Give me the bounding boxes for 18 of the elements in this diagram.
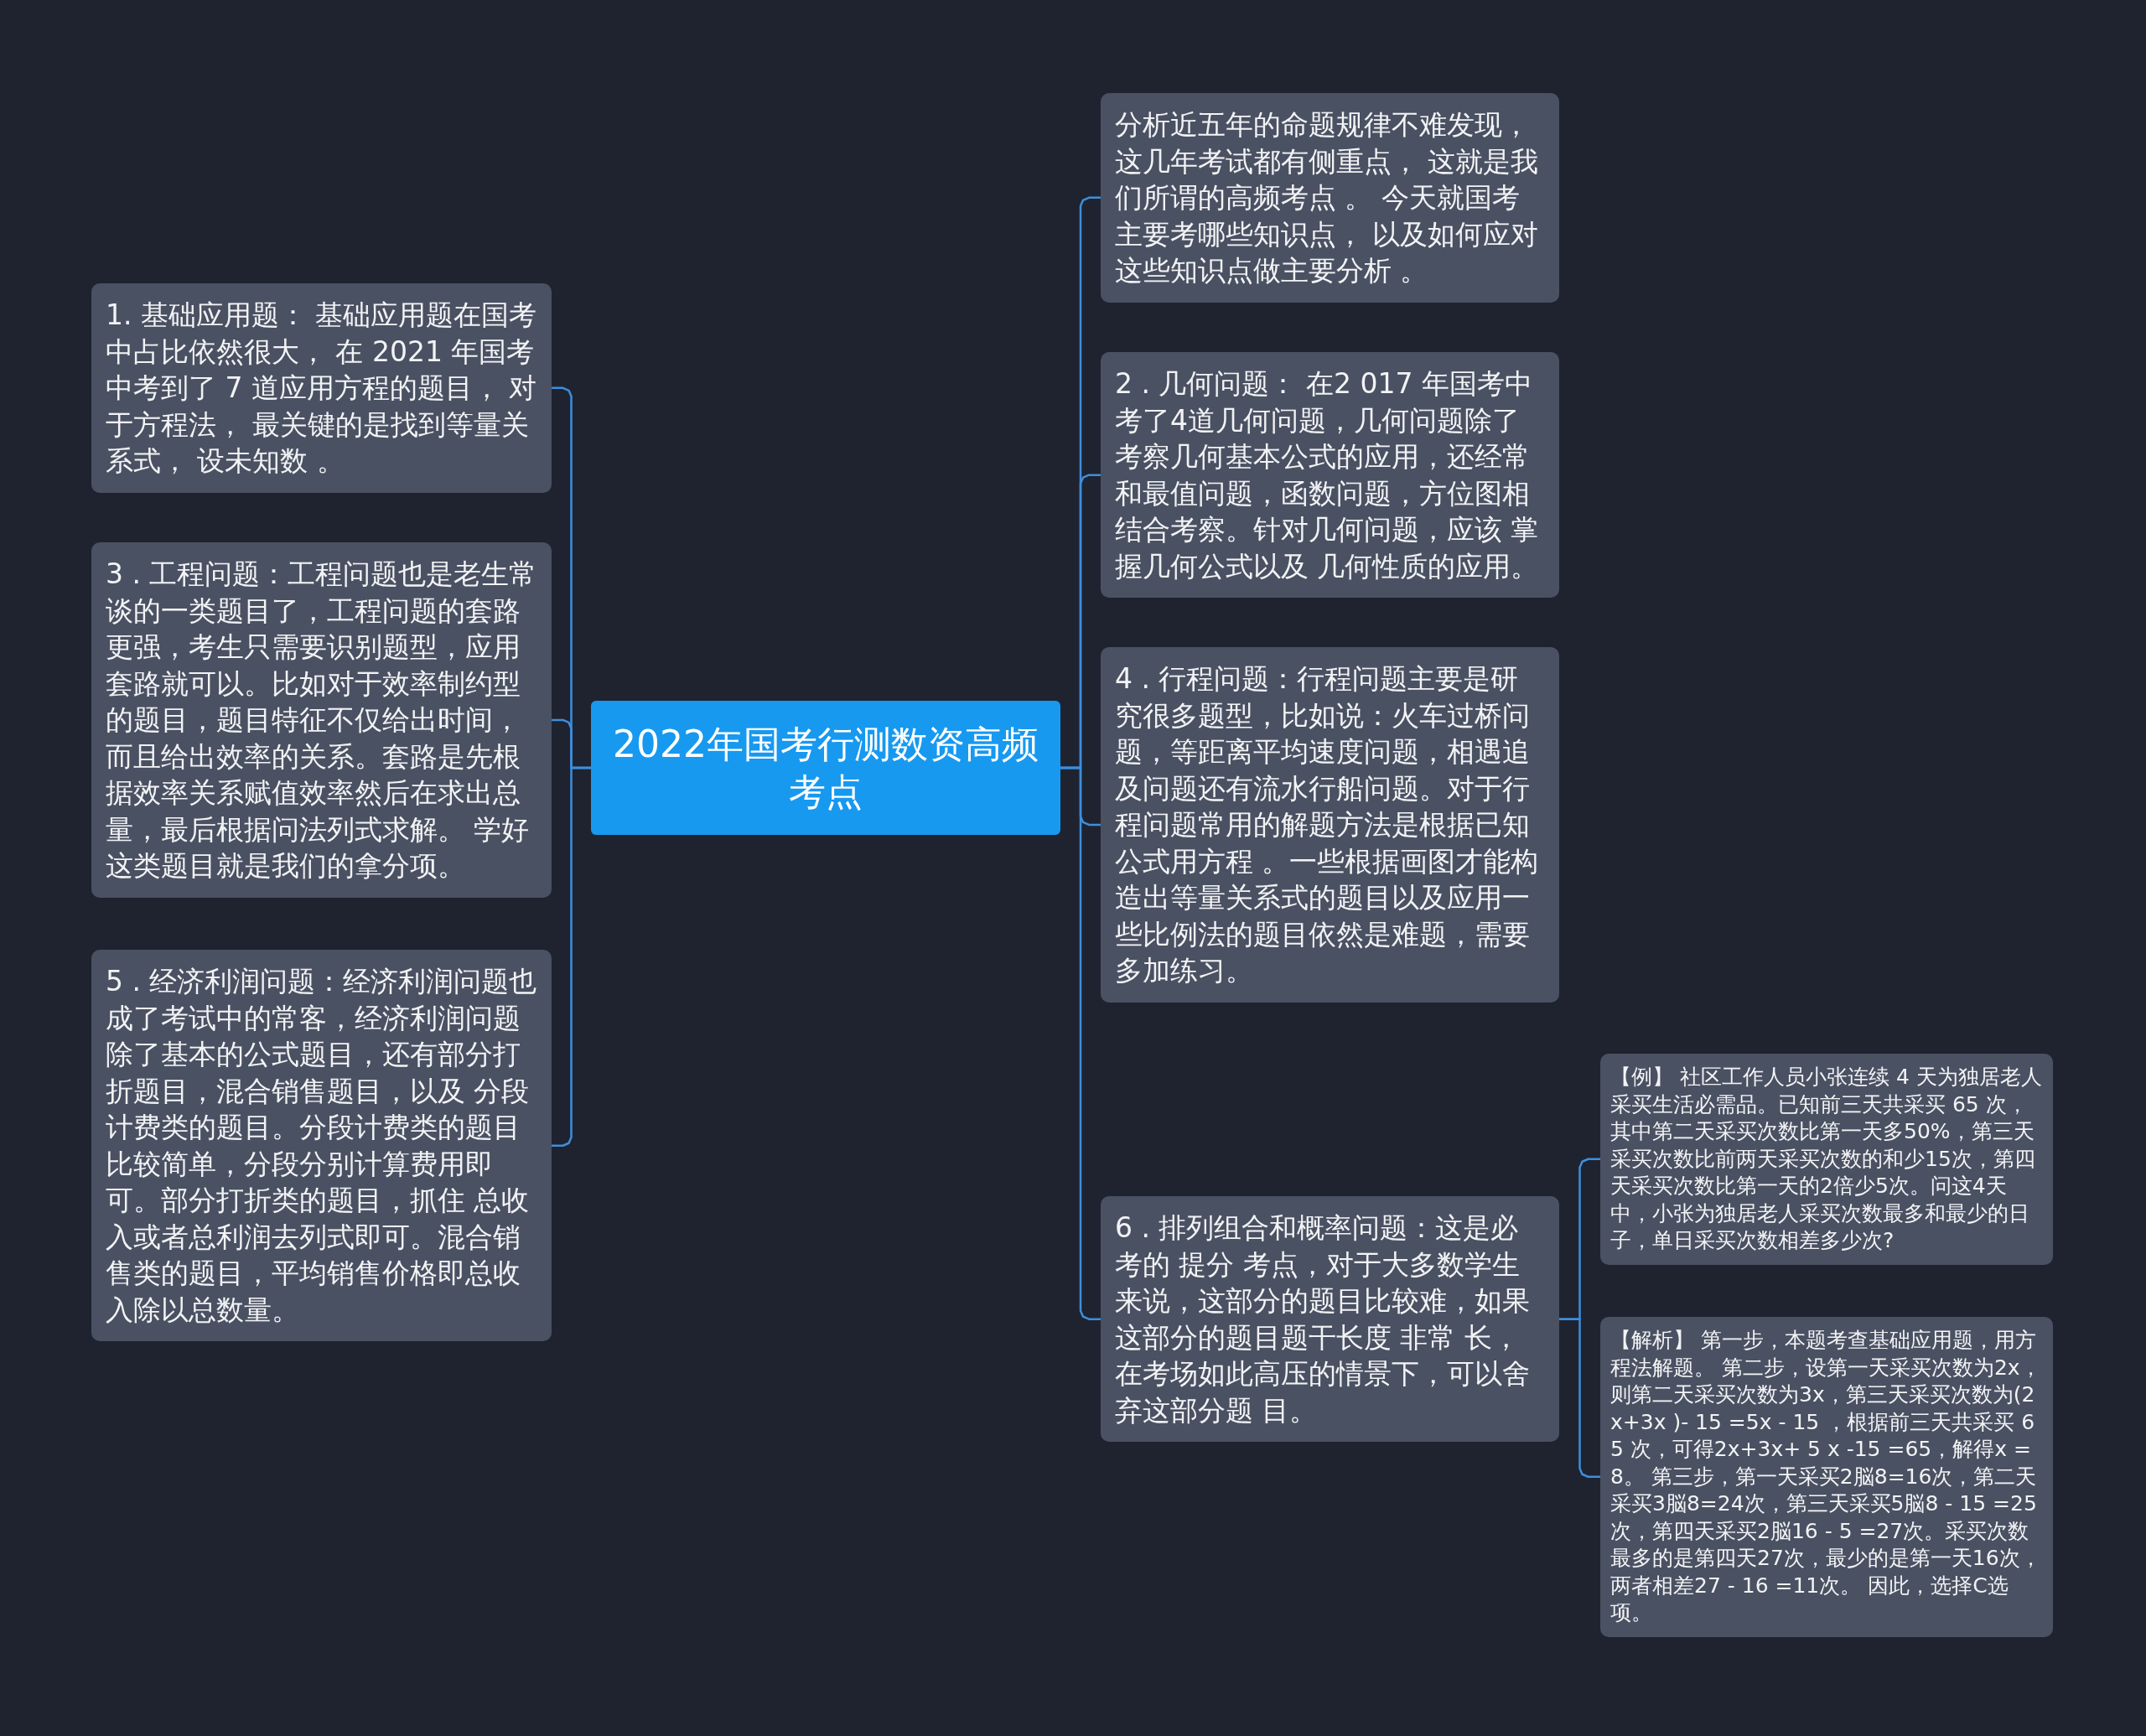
topic-box xyxy=(1101,93,1559,303)
central-topic-box xyxy=(591,701,1060,835)
connector-line xyxy=(552,766,591,1147)
topic-title: 2022年国考行测数资高频考点 xyxy=(612,721,1039,815)
topic-text: 3 . 工程问题：工程问题也是老生常谈的一类题目了，工程问题的套路更强，考生只需要识别题型，应用套路就可以。比如对于效率制约型的题目，题目特征不仅给出时间，而且给出效率的关系。套路是先根据效率关系赋值效率然后在求出总量，最后根据问法列式求解。 学好这类题目就是我们的拿分项。 xyxy=(106,557,537,884)
topic-text: 【解析】 第一步，本题考查基础应用题，用方程法解题。 第二步，设第一天采买次数为2x，则第二天采买次数为3x，第三天采买次数为(2x+3x )- 15 =5x - 15 ，根据前三天共采买 65 次，可得2x+3x+ 5 x -15 =65，解得x =8。 第三步，第一天采买2脳8=16次，第二天采买3脳8=24次，第三天采买5脳8 - 15 =25次，第四天采买2脳16 - 5 =27次。采买次数最多的是第四天27次，最少的是第一天16次，两者相差27 - 16 =11次。 因此，选择C选项。 xyxy=(1610,1327,2042,1626)
topic-text: 2 . 几何问题： 在2 017 年国考中考了4道几何问题，几何问题除了考察几何基本公式的应用，还经常和最值问题，函数问题，方位图相结合考察。针对几何问题，应该 掌握几何公式以及 几何性质的应用。 xyxy=(1115,366,1540,584)
connector-line xyxy=(1060,766,1101,1320)
topic-box xyxy=(1101,352,1559,599)
topic-text: 4 . 行程问题：行程问题主要是研究很多题型，比如说：火车过桥问题，等距离平均速度问题，相遇追及问题还有流水行船问题。对于行程问题常用的解题方法是根据已知公式用方程 。一些根据画图才能构造出等量关系式的题目以及应用一些比例法的题目依然是难题，需要多加练习。 xyxy=(1115,661,1540,989)
topic-box xyxy=(1101,1196,1559,1443)
topic-text: 分析近五年的命题规律不难发现，这几年考试都有侧重点， 这就是我们所谓的高频考点 。 今天就国考主要考哪些知识点， 以及如何应对这些知识点做主要分析 。 xyxy=(1115,107,1540,289)
topic-text: 【例】 社区工作人员小张连续 4 天为独居老人采买生活必需品。已知前三天共采买 65 次，其中第二天采买次数比第一天多50%，第三天采买次数比前两天采买次数的和少15次，第四天采买次数比第一天的2倍少5次。问这4天中，小张为独居老人采买次数最多和最少的日子，单日采买次数相差多少次? xyxy=(1610,1064,2043,1254)
topic-text: 6 . 排列组合和概率问题：这是必考的 提分 考点，对于大多数学生来说，这部分的题目比较难，如果这部分的题目题干长度 非常 长，在考场如此高压的情景下，可以舍弃这部分题 目。 xyxy=(1115,1210,1531,1428)
connector-line xyxy=(1559,1318,1600,1478)
topic-text: 5 . 经济利润问题：经济利润问题也成了考试中的常客，经济利润问题除了基本的公式题目，还有部分打折题目，混合销售题目，以及 分段计费类的题目。分段计费类的题目比较简单，分段分别计算费用即可。部分打折类的题目，抓住 总收入或者总利润去列式即可。混合销售类的题目，平均销售价格即总收入除以总数量。 xyxy=(106,964,537,1328)
topic-box xyxy=(91,283,552,493)
topic-text: 1. 基础应用题： 基础应用题在国考中占比依然很大， 在 2021 年国考中考到了 7 道应用方程的题目， 对于方程法， 最关键的是找到等量关系式， 设未知数 。 xyxy=(106,298,537,479)
